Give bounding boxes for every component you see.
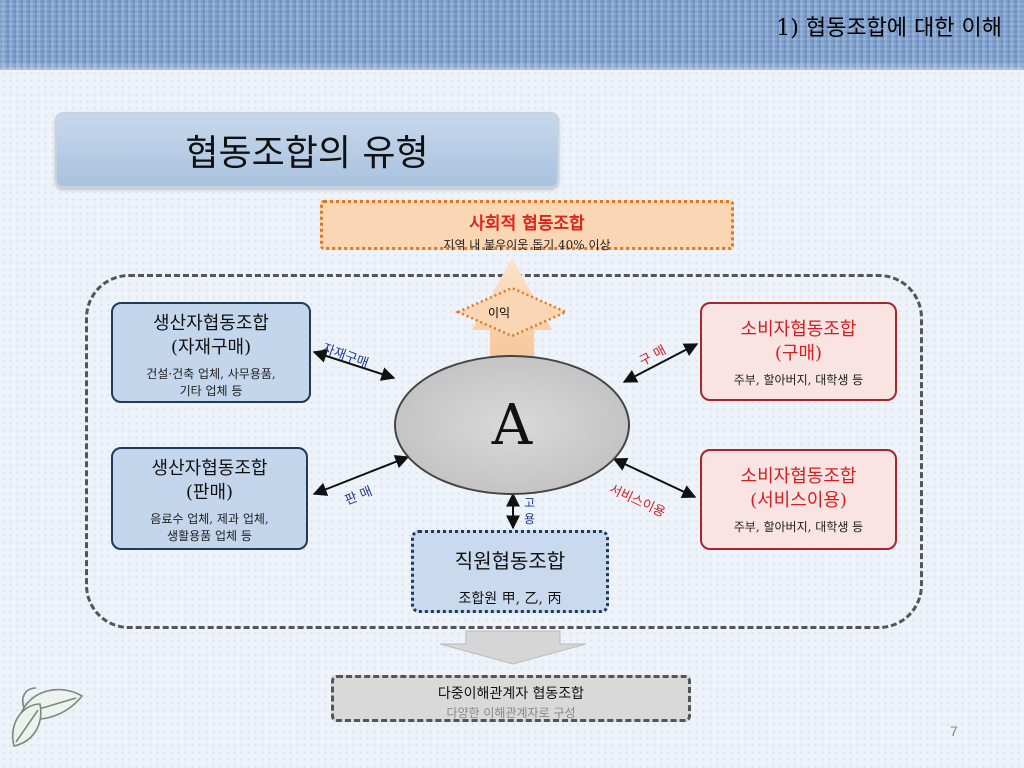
producer-purchase-desc-1: 건설·건축 업체, 사무용품, xyxy=(146,367,276,381)
employee-coop-box: 직원협동조합 조합원 甲, 乙, 丙 xyxy=(411,530,609,613)
arrow-material-purchase xyxy=(312,349,396,381)
page-number: 7 xyxy=(950,723,958,739)
slide-title: 협동조합의 유형 xyxy=(55,112,559,188)
producer-coop-sales-box: 생산자협동조합 (판매) 음료수 업체, 제과 업체, 생활용품 업체 등 xyxy=(111,447,308,550)
profit-diamond xyxy=(454,286,570,338)
producer-coop-purchase-box: 생산자협동조합 (자재구매) 건설·건축 업체, 사무용품, 기타 업체 등 xyxy=(111,302,311,403)
producer-sales-desc-1: 음료수 업체, 제과 업체, xyxy=(150,512,269,526)
consumer-purchase-title-2: (구매) xyxy=(774,343,823,364)
leaf-logo-icon xyxy=(11,687,84,747)
employee-coop-title: 직원협동조합 xyxy=(454,549,566,573)
producer-purchase-title-2: (자재구매) xyxy=(170,337,252,358)
consumer-purchase-title-1: 소비자협동조합 xyxy=(740,319,857,340)
header-bar xyxy=(0,0,1024,70)
center-entity-a: A xyxy=(394,355,630,495)
producer-sales-title-2: (판매) xyxy=(185,482,234,503)
consumer-purchase-desc: 주부, 할아버지, 대학생 등 xyxy=(733,373,864,387)
social-coop-subtitle: 지역 내 불우이웃 돕기 40% 이상 xyxy=(443,238,611,252)
employment-label-2: 용 xyxy=(524,512,536,526)
multi-stakeholder-title: 다중이해관계자 협동조합 xyxy=(437,686,585,702)
social-coop-title: 사회적 협동조합 xyxy=(469,214,585,234)
arrow-sales xyxy=(312,455,410,496)
arrow-service-use xyxy=(612,458,697,498)
employment-label-1: 고 xyxy=(524,496,536,510)
section-title: 1) 협동조합에 대한 이해 xyxy=(776,16,1002,41)
arrow-purchase xyxy=(622,343,699,383)
producer-purchase-desc-2: 기타 업체 등 xyxy=(179,384,243,398)
producer-sales-desc-2: 생활용품 업체 등 xyxy=(167,529,252,543)
consumer-coop-service-box: 소비자협동조합 (서비스이용) 주부, 할아버지, 대학생 등 xyxy=(700,449,897,550)
producer-sales-title-1: 생산자협동조합 xyxy=(151,458,268,479)
profit-label: 이익 xyxy=(488,306,511,320)
consumer-service-title-2: (서비스이용) xyxy=(750,490,847,511)
consumer-service-title-1: 소비자협동조합 xyxy=(740,466,857,487)
down-arrow xyxy=(439,630,587,665)
consumer-service-desc: 주부, 할아버지, 대학생 등 xyxy=(733,520,864,534)
consumer-coop-purchase-box: 소비자협동조합 (구매) 주부, 할아버지, 대학생 등 xyxy=(700,302,897,401)
producer-purchase-title-1: 생산자협동조합 xyxy=(153,313,269,334)
employee-coop-members: 조합원 甲, 乙, 丙 xyxy=(458,591,562,607)
social-coop-box: 사회적 협동조합 지역 내 불우이웃 돕기 40% 이상 xyxy=(320,200,734,252)
multi-stakeholder-coop-box: 다중이해관계자 협동조합 다양한 이해관계자로 구성 xyxy=(331,675,691,722)
multi-stakeholder-subtitle: 다양한 이해관계자로 구성 xyxy=(446,706,576,720)
